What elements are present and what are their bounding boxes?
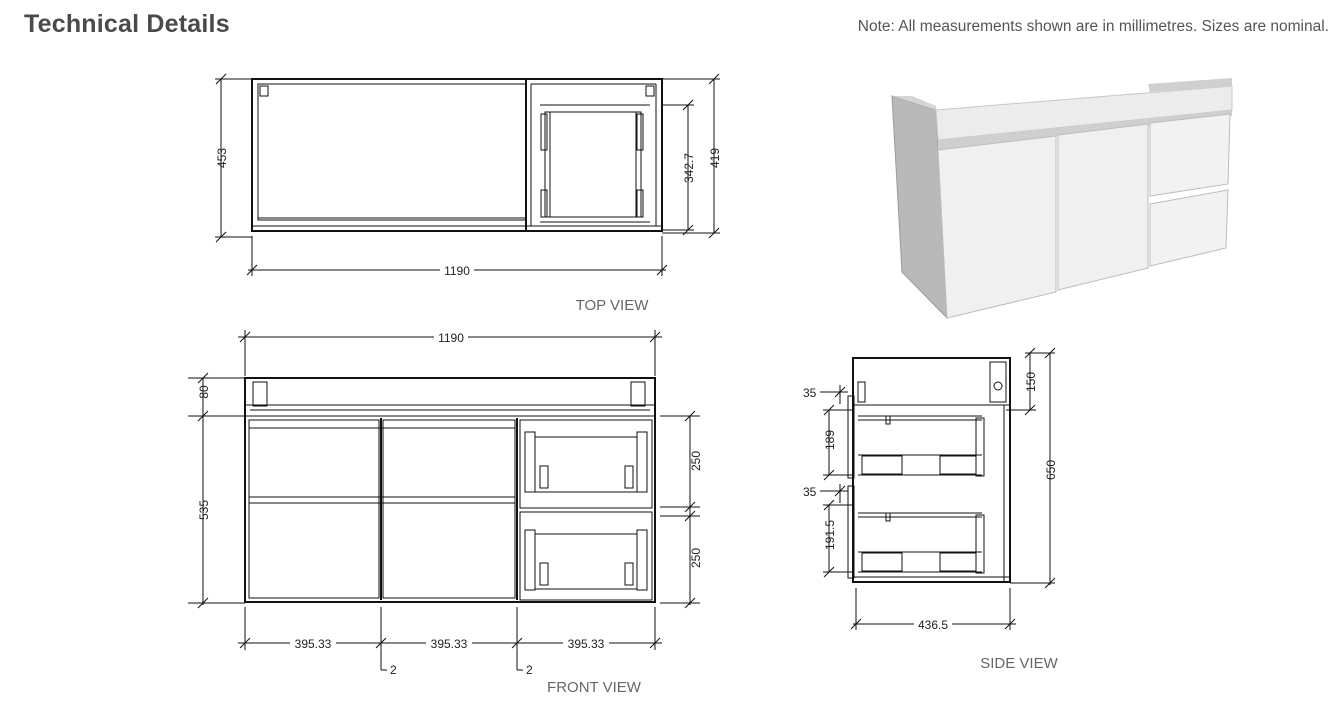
- side-front-gap-upper-label: 35: [803, 386, 817, 400]
- front-width-label: 1190: [438, 331, 464, 345]
- side-top-offset-label: 150: [1024, 372, 1038, 392]
- front-drawer-upper-label: 250: [689, 451, 703, 471]
- page-title: Technical Details: [24, 10, 230, 38]
- front-view-caption: FRONT VIEW: [547, 679, 642, 696]
- side-drawer-lower-height-label: 191.5: [823, 520, 837, 550]
- side-view: 650 150 35 35 189 191.5 436.5 SI: [803, 347, 1059, 672]
- front-section-1-label: 395.33: [295, 637, 332, 651]
- top-width-label: 1190: [444, 264, 470, 278]
- front-drawer-lower-label: 250: [689, 548, 703, 568]
- top-inner-depth-label: 419: [708, 148, 722, 168]
- side-front-gap-lower-label: 35: [803, 485, 817, 499]
- side-drawer-upper-height-label: 189: [823, 430, 837, 450]
- side-view-caption: SIDE VIEW: [980, 655, 1058, 672]
- vanity-render: [891, 78, 1233, 320]
- front-section-3-label: 395.33: [568, 637, 605, 651]
- front-gap-1-label: 2: [390, 663, 397, 677]
- front-section-2-label: 395.33: [431, 637, 468, 651]
- top-view-caption: TOP VIEW: [576, 297, 650, 314]
- measurement-note: Note: All measurements shown are in mill…: [857, 18, 1329, 35]
- front-gap-2-label: 2: [526, 663, 533, 677]
- front-body-height-label: 535: [197, 500, 211, 520]
- side-depth-label: 436.5: [918, 618, 948, 632]
- side-total-height-label: 650: [1044, 460, 1058, 480]
- top-depth-label: 453: [215, 148, 229, 168]
- front-view: 1190 80 535 250 250: [188, 329, 703, 696]
- front-top-rail-label: 80: [197, 385, 211, 399]
- top-drawer-depth-label: 342.7: [682, 153, 696, 183]
- top-view: 453 419 342.7 1190 TOP VIEW: [215, 73, 722, 314]
